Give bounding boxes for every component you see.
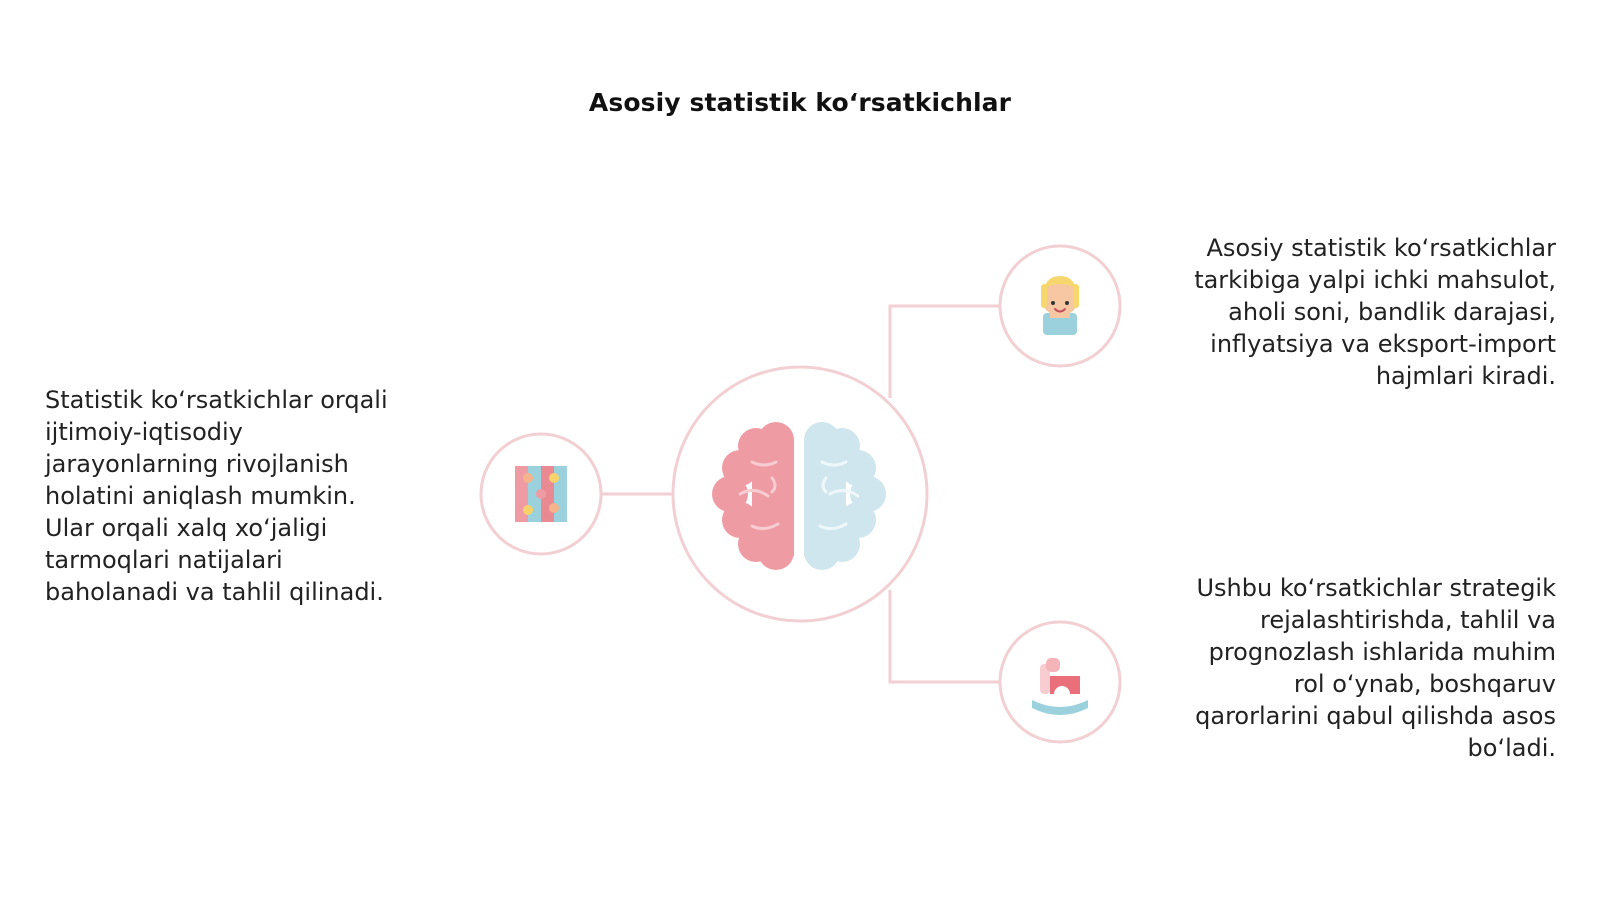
- puzzle-icon: [515, 466, 567, 522]
- page-title: Asosiy statistik ko‘rsatkichlar: [588, 88, 1012, 117]
- connector-bottom-right: [888, 590, 1000, 684]
- rocking-horse-icon: [1032, 658, 1088, 715]
- connector-top-right: [888, 304, 1000, 398]
- top-right-description: Asosiy statistik ko‘rsatkichlar tarkibig…: [1194, 234, 1556, 390]
- brain-icon: [712, 422, 886, 570]
- bottom-right-description: Ushbu ko‘rsatkichlar strategik rejalasht…: [1195, 574, 1556, 762]
- left-description: Statistik ko‘rsatkichlar orqali ijtimoiy…: [45, 386, 388, 606]
- bottom-right-node: [998, 620, 1122, 744]
- top-right-node: [998, 244, 1122, 368]
- person-icon: [1041, 276, 1079, 335]
- connector-lines: [601, 304, 1000, 684]
- center-node: [671, 365, 929, 623]
- left-node: [479, 432, 603, 556]
